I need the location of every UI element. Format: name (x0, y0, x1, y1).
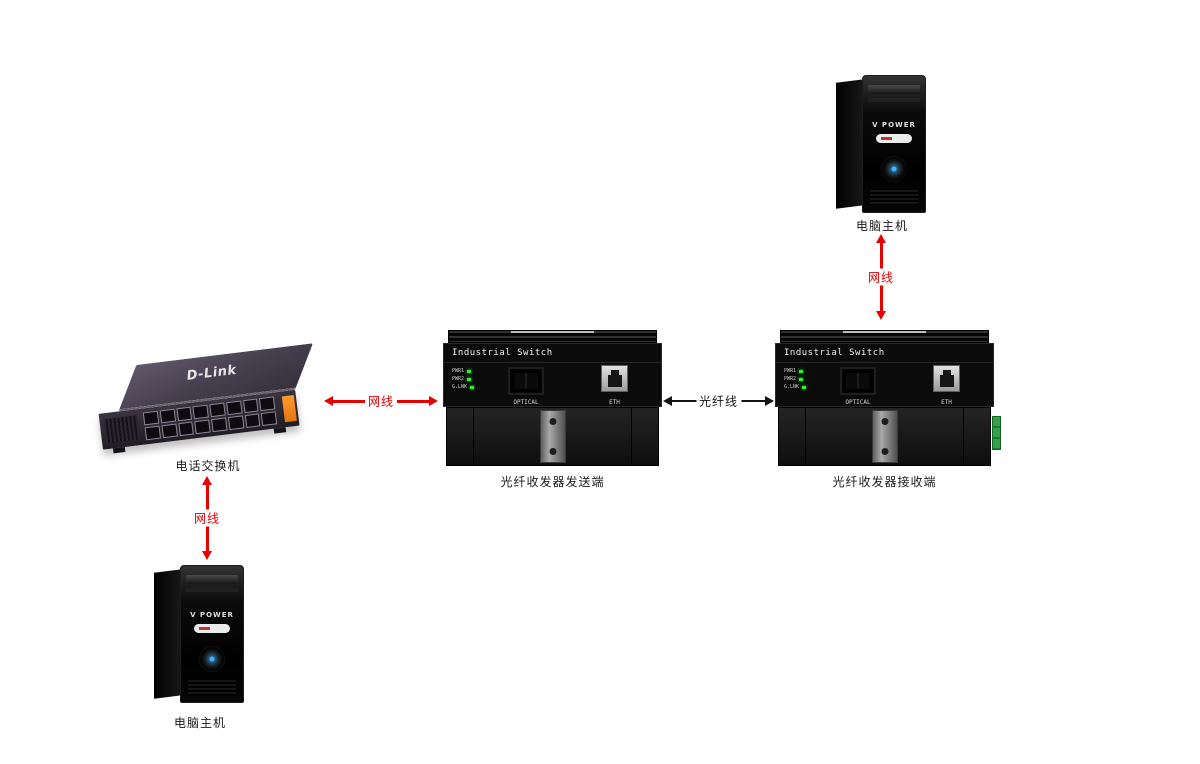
led-label: PWR1 (452, 368, 465, 374)
computer-tower-bottom: V POWER (150, 563, 250, 705)
tower-badge (876, 134, 912, 143)
tower-front-panel: V POWER (180, 565, 244, 703)
din-rail-base (446, 407, 659, 466)
led-label: G.LNK (784, 384, 800, 390)
led-label: PWR1 (784, 368, 797, 374)
arrowhead-up-icon (876, 234, 886, 243)
led-row: PWR1 (452, 369, 474, 374)
arrowhead-down-icon (202, 551, 212, 560)
tower-side-panel (836, 79, 864, 209)
rj45-port (242, 398, 259, 414)
front-vent (188, 680, 236, 695)
cable-arrow-fiber: 光纤线 (663, 392, 774, 410)
front-vent (870, 190, 918, 205)
power-led (881, 156, 907, 182)
optical-drive-bay (868, 85, 920, 102)
rj45-port (161, 423, 178, 439)
optical-port (508, 367, 544, 395)
fiber-transceiver-receiver: Industrial Switch PWR1 PWR2 G.LNK OPTICA… (775, 330, 1001, 468)
heatsink-fins (448, 330, 657, 343)
orange-label-sticker (281, 394, 297, 423)
cable-label-lan-left: 网线 (364, 392, 398, 410)
caption-transceiver-sender: 光纤收发器发送端 (500, 475, 605, 489)
led-panel: PWR1 PWR2 G.LNK (452, 369, 475, 390)
switch-front-panel: Industrial Switch PWR1 PWR2 G.LNK OPTICA… (443, 343, 662, 407)
tower-side-panel (154, 569, 182, 699)
rj45-port (260, 411, 278, 427)
cable-label-fiber: 光纤线 (695, 392, 742, 410)
rj45-port (144, 425, 161, 441)
optical-port (840, 367, 876, 395)
din-rail-base (778, 407, 991, 466)
fiber-transceiver-sender: Industrial Switch PWR1 PWR2 G.LNK OPTICA… (443, 330, 662, 468)
arrowhead-right-icon (429, 396, 438, 406)
tower-logo: V POWER (872, 121, 916, 129)
rj45-port (244, 413, 261, 429)
led-indicator-icon (799, 378, 804, 381)
led-indicator-icon (467, 370, 472, 373)
rj45-port (259, 396, 276, 412)
din-rail-bracket (871, 410, 898, 463)
din-rail-bracket (539, 410, 566, 463)
rj45-port (176, 406, 193, 422)
cable-label-lan-top: 网线 (864, 268, 898, 286)
cable-arrow-lan-left: 网线 (324, 392, 438, 410)
rj45-port (225, 400, 243, 416)
led-indicator-icon (799, 370, 804, 373)
arrowhead-up-icon (202, 476, 212, 485)
led-indicator-icon (470, 386, 475, 389)
arrowhead-left-icon (324, 396, 333, 406)
heatsink-fins (780, 330, 989, 343)
power-terminal-block (992, 416, 1001, 450)
led-row: PWR2 (784, 377, 806, 382)
arrowhead-right-icon (765, 396, 774, 406)
tower-badge (194, 624, 230, 633)
rj45-port (209, 402, 226, 418)
led-label: G.LNK (452, 384, 468, 390)
dlink-logo: D-Link (185, 362, 238, 384)
optical-drive-bay (186, 575, 238, 592)
rj45-port (194, 419, 211, 435)
caption-computer-top: 电脑主机 (855, 219, 908, 233)
vent-grille (103, 415, 140, 444)
cable-arrow-lan-top: 网线 (864, 234, 898, 320)
caption-transceiver-receiver: 光纤收发器接收端 (832, 475, 937, 489)
ethernet-port-label: ETH (609, 399, 620, 406)
led-label: PWR2 (784, 376, 797, 382)
optical-port-label: OPTICAL (845, 399, 871, 406)
tower-logo: V POWER (190, 611, 234, 619)
rj45-port (227, 415, 244, 431)
led-label: PWR2 (452, 376, 465, 382)
tower-front-panel: V POWER (862, 75, 926, 213)
cable-arrow-lan-bottom: 网线 (190, 476, 224, 560)
led-indicator-icon (802, 386, 807, 389)
ethernet-port-label: ETH (941, 399, 952, 406)
rj45-port (142, 410, 159, 426)
power-led (199, 646, 225, 672)
phone-switch-dlink: D-Link (91, 338, 333, 466)
switch-title: Industrial Switch (452, 348, 553, 358)
rj45-port (192, 404, 209, 420)
led-indicator-icon (467, 378, 472, 381)
rj45-port (177, 421, 195, 437)
caption-phone-switch: 电话交换机 (175, 459, 241, 473)
led-row: PWR1 (784, 369, 806, 374)
rj45-port (211, 417, 228, 433)
led-row: G.LNK (452, 384, 475, 390)
led-panel: PWR1 PWR2 G.LNK (784, 369, 807, 390)
arrowhead-left-icon (663, 396, 672, 406)
led-row: PWR2 (452, 377, 474, 382)
cable-label-lan-bottom: 网线 (190, 509, 224, 527)
ethernet-port (601, 365, 628, 392)
caption-computer-bottom: 电脑主机 (173, 716, 226, 730)
switch-title: Industrial Switch (784, 348, 885, 358)
arrowhead-down-icon (876, 311, 886, 320)
rj45-port (159, 408, 176, 424)
ethernet-port (933, 365, 960, 392)
computer-tower-top: V POWER (832, 73, 932, 215)
optical-port-label: OPTICAL (513, 399, 539, 406)
switch-front-panel: Industrial Switch PWR1 PWR2 G.LNK OPTICA… (775, 343, 994, 407)
led-row: G.LNK (784, 384, 807, 390)
